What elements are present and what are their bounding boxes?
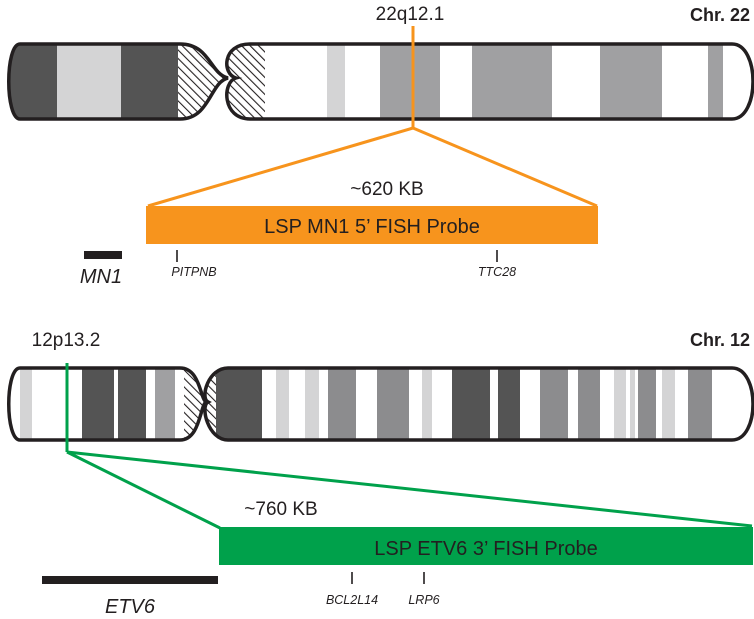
zoom-line-right — [412, 126, 598, 208]
chromosome-22-label: Chr. 22 — [690, 5, 750, 25]
zoom-line-left — [147, 126, 414, 208]
chromosome-22-p-arm-outline — [7, 42, 229, 121]
mn1-probe-label: LSP MN1 5’ FISH Probe — [264, 216, 480, 238]
chromosome-22-q-arm — [226, 44, 753, 119]
etv6-gene-bar — [42, 576, 218, 584]
mn1-gene-label: MN1 — [80, 266, 122, 288]
chromosome-12-q-arm-outline — [203, 366, 754, 442]
mn1-probe-bar — [146, 206, 598, 244]
band-22q12-1-label: 22q12.1 — [376, 4, 445, 25]
chromosome-12-q-arm — [204, 368, 753, 440]
etv6-gene-label: ETV6 — [105, 596, 156, 618]
zoom-line-right — [66, 450, 753, 528]
ttc28-marker-label: TTC28 — [478, 265, 516, 279]
pitpnb-marker-label: PITPNB — [171, 265, 216, 279]
etv6-probe-label: LSP ETV6 3’ FISH Probe — [374, 538, 597, 560]
chromosome-22-q-arm-outline — [225, 42, 754, 121]
mn1-gene-bar — [84, 251, 122, 259]
mn1-probe-size: ~620 KB — [350, 179, 423, 200]
zoom-line-left — [66, 450, 221, 530]
bcl2l14-marker-label: BCL2L14 — [326, 593, 378, 607]
chromosome-22: Chr. 22 22q12.1 ~620 KB LSP MN1 5’ FISH … — [7, 4, 754, 288]
lrp6-marker-label: LRP6 — [408, 593, 439, 607]
chromosome-12-p-arm-outline — [7, 366, 210, 442]
band-12p13-2-label: 12p13.2 — [32, 330, 101, 351]
chromosome-12-label: Chr. 12 — [690, 330, 750, 350]
chromosome-12-p-arm — [8, 368, 206, 440]
chromosome-12: Chr. 12 12p13.2 — [7, 330, 754, 618]
etv6-probe-bar — [219, 527, 753, 565]
etv6-probe-size: ~760 KB — [244, 499, 317, 520]
